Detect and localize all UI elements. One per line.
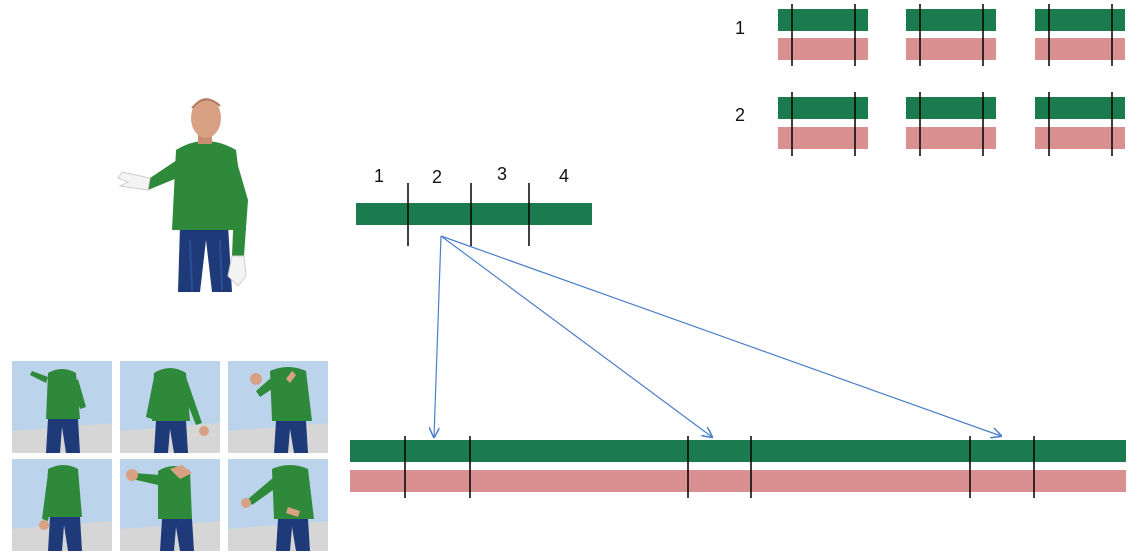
bar-pair xyxy=(778,92,868,156)
bar-pair xyxy=(778,4,868,66)
pose-thumbnail xyxy=(228,459,328,551)
composite-sequence-bar xyxy=(350,436,1126,498)
source-segment-bar xyxy=(356,183,592,246)
bar-pair xyxy=(906,4,996,66)
bar-pair xyxy=(1035,92,1125,156)
arrow-to-first-slot xyxy=(434,235,442,437)
segment-label-1: 1 xyxy=(374,166,384,186)
row-label-1: 1 xyxy=(735,18,745,38)
pose-thumbnail xyxy=(228,361,328,453)
row-1-pairs xyxy=(778,4,1125,66)
segment-arrows xyxy=(434,235,1001,437)
pose-thumbnail-grid xyxy=(12,361,328,551)
bar-pair xyxy=(906,92,996,156)
arrow-to-second-slot xyxy=(440,235,712,437)
row-label-2: 2 xyxy=(735,105,745,125)
segment-label-2: 2 xyxy=(432,167,442,187)
pose-thumbnail xyxy=(12,459,112,551)
pose-thumbnail xyxy=(12,361,112,453)
pose-thumbnail xyxy=(120,459,220,551)
segment-label-4: 4 xyxy=(559,166,569,186)
segment-label-3: 3 xyxy=(497,164,507,184)
arrow-to-third-slot xyxy=(440,235,1001,436)
row-2-pairs xyxy=(778,92,1125,156)
pose-thumbnail xyxy=(120,361,220,453)
gesturing-avatar-icon xyxy=(117,98,248,292)
bar-pair xyxy=(1035,4,1125,66)
